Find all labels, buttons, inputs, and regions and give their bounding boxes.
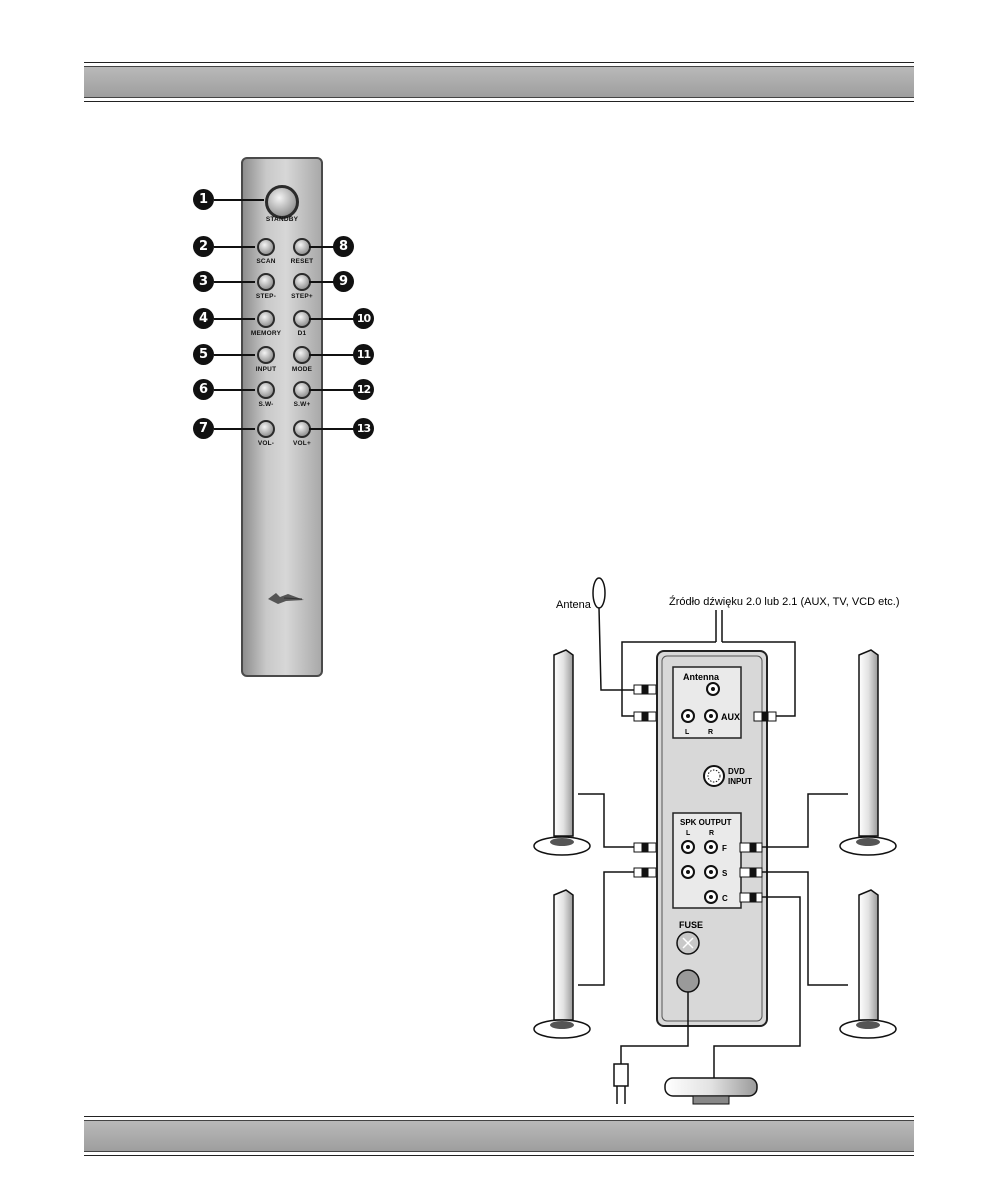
panel-spk-l-label: L	[686, 830, 691, 837]
speaker-front-right-icon	[840, 650, 896, 855]
panel-aux-l-label: L	[685, 729, 690, 736]
panel-spk-f-label: F	[722, 844, 727, 853]
speaker-rear-left-icon	[534, 890, 590, 1038]
panel-spk-r-label: R	[709, 830, 714, 837]
power-plug-icon	[614, 1064, 628, 1104]
speaker-rear-right-icon	[840, 890, 896, 1038]
antenna-caption: Antena	[556, 599, 592, 611]
audio-source-caption: Źródło dźwięku 2.0 lub 2.1 (AUX, TV, VCD…	[669, 595, 900, 608]
antenna-icon	[593, 578, 640, 690]
panel-dvd-label: DVD	[728, 767, 745, 776]
speaker-center-icon	[665, 1078, 757, 1104]
fuse-icon	[677, 932, 699, 954]
panel-aux-r-label: R	[708, 729, 713, 736]
footer-band	[84, 1116, 914, 1156]
panel-spk-c-label: C	[722, 894, 728, 903]
dvd-input-port[interactable]	[704, 766, 724, 786]
panel-input-label: INPUT	[728, 777, 752, 786]
panel-antenna-label: Antenna	[683, 672, 720, 682]
speaker-front-left-icon	[534, 650, 590, 855]
panel-spk-s-label: S	[722, 869, 728, 878]
panel-aux-label: AUX	[721, 712, 740, 722]
panel-fuse-label: FUSE	[679, 920, 703, 930]
panel-spk-output-label: SPK OUTPUT	[680, 818, 732, 827]
power-socket[interactable]	[677, 970, 699, 992]
